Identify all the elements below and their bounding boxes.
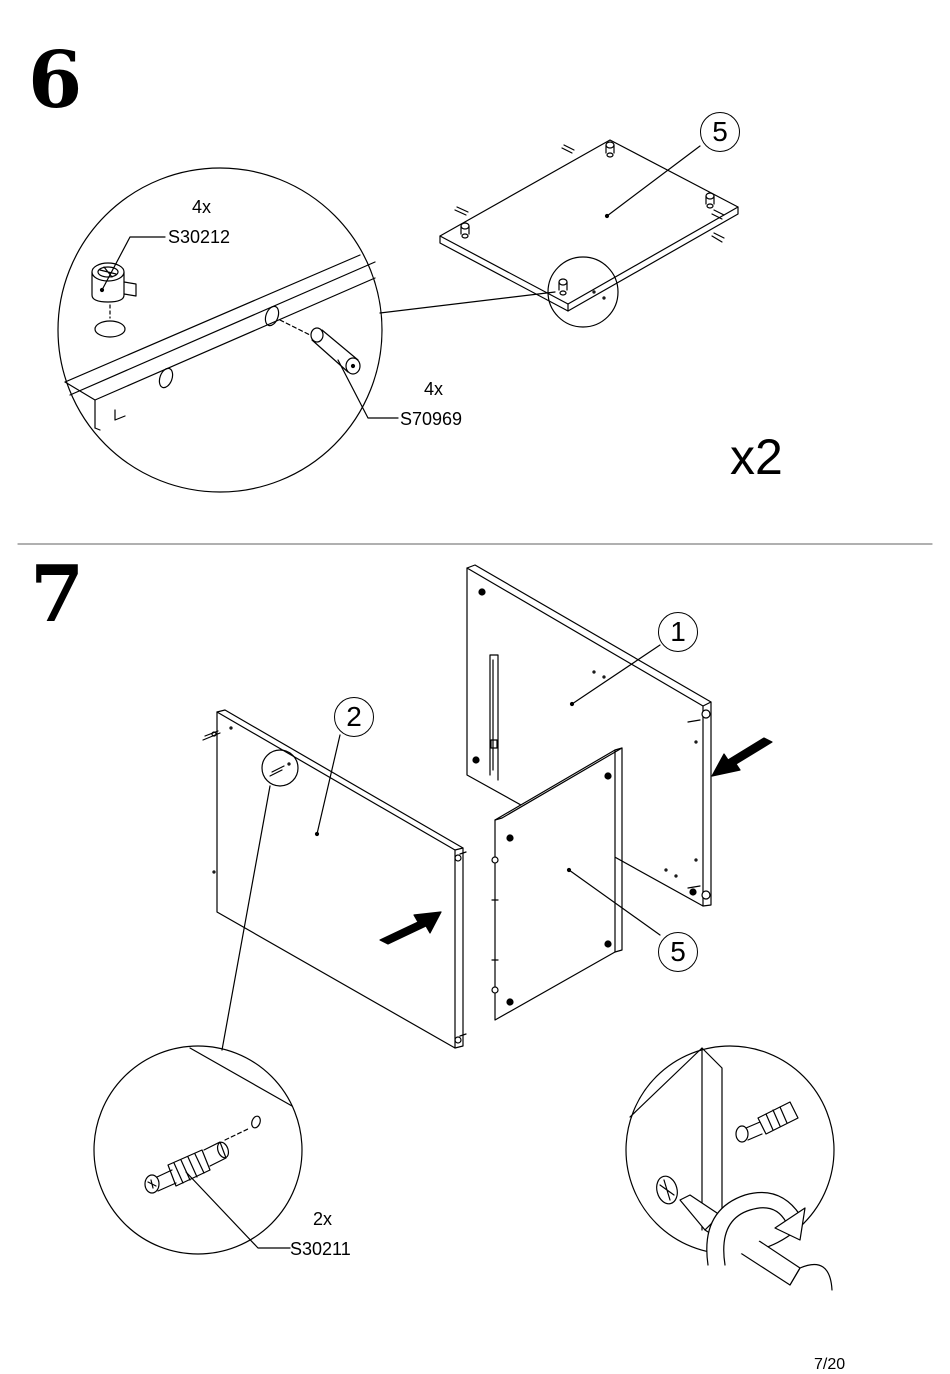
step-number-6: 6 [28, 42, 82, 120]
step6-zoom-circle [58, 168, 398, 492]
cam-fitting-qty: 4x [192, 198, 211, 216]
part-callout-5-step7: 5 [658, 932, 698, 972]
cam-bolt-icon [736, 1102, 798, 1142]
part-callout-2: 2 [334, 697, 374, 737]
step7-zoom-circle-left [94, 1046, 302, 1254]
step6-panel [440, 140, 738, 327]
part-callout-5-step6: 5 [700, 112, 740, 152]
page-number: 7/20 [814, 1356, 845, 1374]
cam-fitting-code: S30212 [168, 228, 230, 246]
step7-side-panel-2 [203, 710, 466, 1050]
dowel-code: S70969 [400, 410, 462, 428]
dowel-icon [311, 328, 360, 374]
cam-bolt-qty: 2x [313, 1210, 332, 1228]
repeat-count: x2 [730, 432, 783, 482]
step7-zoom-circle-right [626, 1046, 834, 1290]
cam-bolt-icon [145, 1141, 230, 1193]
step-number-7: 7 [30, 556, 84, 634]
cam-bolt-code: S30211 [290, 1240, 351, 1258]
part-callout-1: 1 [658, 612, 698, 652]
dowel-qty: 4x [424, 380, 443, 398]
cam-lock-icon [654, 1174, 681, 1206]
step7-panel-5 [492, 748, 660, 1020]
cam-lock-icon [92, 263, 136, 337]
